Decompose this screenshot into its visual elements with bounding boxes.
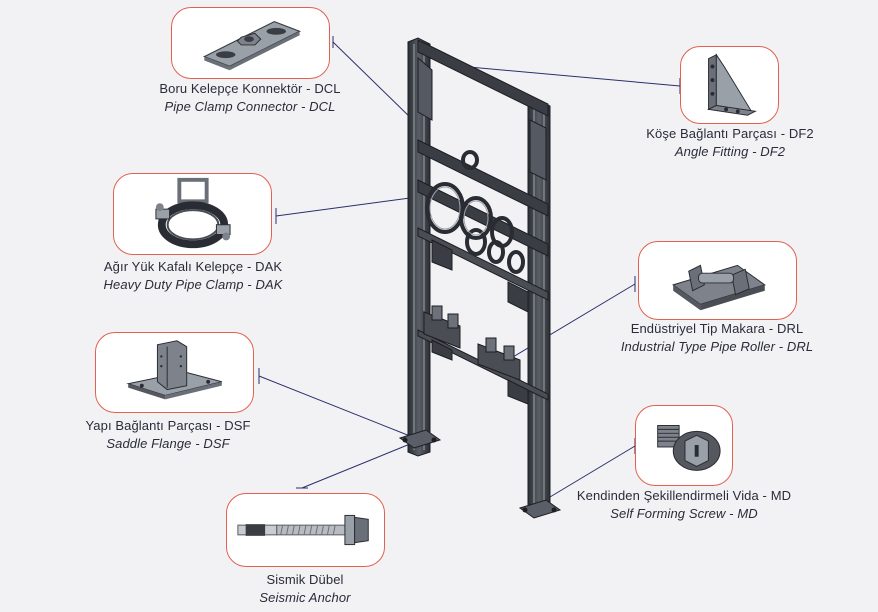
frame-beams [417,39,549,405]
frame-pipe-clamp-highlights [429,186,489,236]
label-md: Kendinden Şekillendirmeli Vida - MD Self… [534,487,834,523]
component-card-dcl [171,7,330,79]
label-anchor-en: Seismic Anchor [259,590,351,605]
label-dcl-en: Pipe Clamp Connector - DCL [164,99,336,114]
saddle-flange-icon [126,340,222,400]
component-card-md [635,405,733,486]
pipe-clamp-connector-icon [202,20,302,71]
seismic-anchor-icon [237,514,369,546]
label-drl-en: Industrial Type Pipe Roller - DRL [620,339,814,354]
label-dcl-tr: Boru Kelepçe Konnektör - DCL [159,81,341,96]
heavy-duty-pipe-clamp-icon [155,177,231,249]
label-dak-en: Heavy Duty Pipe Clamp - DAK [103,277,283,292]
label-df2-en: Angle Fitting - DF2 [674,144,786,159]
label-md-tr: Kendinden Şekillendirmeli Vida - MD [576,488,792,503]
label-drl-tr: Endüstriyel Tip Makara - DRL [630,321,804,336]
component-card-dak [113,173,272,255]
label-df2-tr: Köşe Bağlantı Parçası - DF2 [646,126,814,141]
component-card-dsf [95,332,254,413]
label-anchor-tr: Sismik Dübel [266,572,344,587]
label-df2: Köşe Bağlantı Parçası - DF2 Angle Fittin… [605,125,855,161]
label-dsf: Yapı Bağlantı Parçası - DSF Saddle Flang… [43,417,293,453]
label-dsf-en: Saddle Flange - DSF [106,436,230,451]
label-dak: Ağır Yük Kafalı Kelepçe - DAK Heavy Duty… [68,258,318,294]
label-anchor: Sismik Dübel Seismic Anchor [180,571,430,607]
frame-pipe-clamps [425,150,525,274]
frame-base-plates [398,429,562,519]
angle-fitting-icon [706,53,757,116]
label-dcl: Boru Kelepçe Konnektör - DCL Pipe Clamp … [125,80,375,116]
pipe-roller-icon [672,264,766,311]
component-card-drl [638,241,797,320]
component-card-anchor [226,493,385,567]
self-forming-screw-icon [657,425,721,471]
component-card-df2 [680,46,779,124]
label-dsf-tr: Yapı Bağlantı Parçası - DSF [85,418,251,433]
label-md-en: Self Forming Screw - MD [610,506,758,521]
label-drl: Endüstriyel Tip Makara - DRL Industrial … [592,320,842,356]
label-dak-tr: Ağır Yük Kafalı Kelepçe - DAK [103,259,283,274]
frame-pipe-rollers [423,305,521,381]
